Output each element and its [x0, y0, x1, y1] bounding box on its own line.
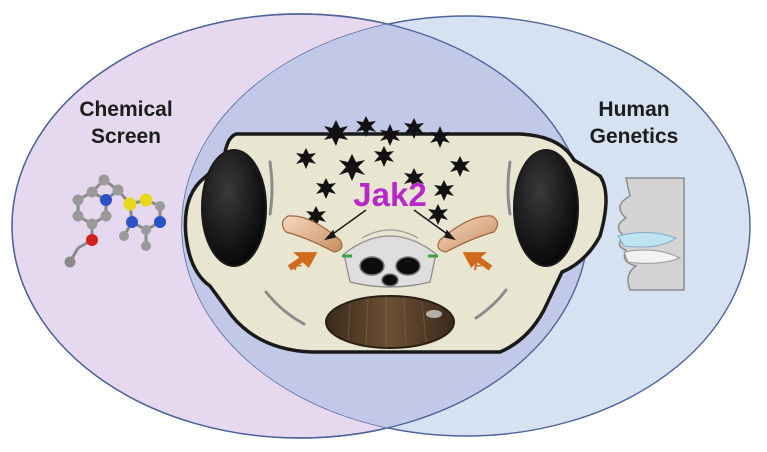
molecule-atoms: [64, 174, 166, 268]
human-label-line1: Human: [598, 98, 669, 121]
right-eye: [513, 149, 579, 267]
jak2-arrows: [324, 209, 456, 241]
mouth-texture: [347, 296, 427, 348]
mouth-opening: [325, 295, 455, 349]
force-arrows: [287, 252, 493, 271]
chemical-label-line2: Screen: [91, 125, 161, 148]
human-head-profile-icon: [617, 177, 685, 291]
force-label-right: F: [474, 257, 483, 273]
pigment-stripes: [264, 160, 512, 326]
left-muscle: [281, 215, 343, 253]
melanophore-spots: [296, 116, 470, 227]
force-label-left: F: [294, 257, 303, 273]
right-muscle: [437, 215, 499, 253]
mouth-highlight: [426, 310, 442, 318]
left-eye: [201, 149, 267, 267]
gene-label-jak2: Jak2: [353, 176, 426, 213]
chemical-label-line1: Chemical: [79, 98, 172, 121]
jaw-cartilage: [342, 229, 438, 288]
human-label-line2: Genetics: [590, 125, 679, 148]
